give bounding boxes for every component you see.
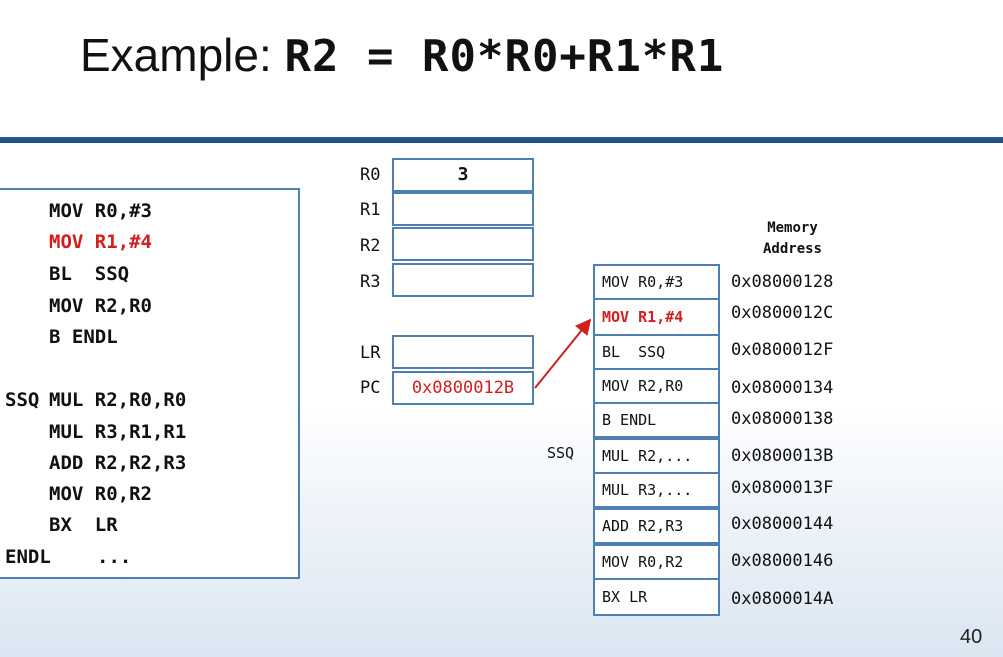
memory-address-3: 0x0800012F <box>731 340 834 360</box>
code-label-ssq: SSQ <box>5 389 40 411</box>
code-line-4: MOV R2,R0 <box>49 295 152 317</box>
memory-address-4: 0x08000134 <box>731 378 834 398</box>
register-r0: 3 <box>392 158 534 192</box>
register-label-pc: PC <box>360 378 381 398</box>
memory-cell-2: MOV R1,#4 <box>593 298 720 336</box>
slide-number: 40 <box>960 626 983 648</box>
memory-address-8: 0x08000144 <box>731 514 834 534</box>
memory-address-6: 0x0800013B <box>731 446 834 466</box>
code-line-1: MOV R0,#3 <box>49 200 152 222</box>
memory-cell-10: BX LR <box>593 578 720 616</box>
memory-address-9: 0x08000146 <box>731 551 834 571</box>
title-divider <box>0 137 1003 143</box>
memory-address-7: 0x0800013F <box>731 478 834 498</box>
memory-address-2: 0x0800012C <box>731 303 834 323</box>
memory-address-1: 0x08000128 <box>731 272 834 292</box>
memory-header-line1: Memory <box>767 220 818 236</box>
memory-address-10: 0x0800014A <box>731 589 834 609</box>
slide-title: Example: R2 = R0*R0+R1*R1 <box>80 28 724 82</box>
memory-cell-1: MOV R0,#3 <box>593 264 720 300</box>
code-line-2: MOV R1,#4 <box>49 231 152 253</box>
code-line-11: ... <box>97 546 132 568</box>
register-r2 <box>392 227 534 261</box>
assembly-code-box: MOV R0,#3 MOV R1,#4 BL SSQ MOV R2,R0 B E… <box>0 188 300 579</box>
register-lr <box>392 335 534 369</box>
code-line-5: B ENDL <box>49 326 118 348</box>
register-label-r2: R2 <box>360 236 381 256</box>
code-line-9: MOV R0,R2 <box>49 483 152 505</box>
code-line-8: ADD R2,R2,R3 <box>49 452 187 474</box>
memory-cell-5: B ENDL <box>593 402 720 438</box>
register-label-r0: R0 <box>360 165 381 185</box>
register-pc: 0x0800012B <box>392 371 534 405</box>
register-label-r1: R1 <box>360 200 381 220</box>
pc-arrow-line <box>534 318 592 389</box>
memory-address-5: 0x08000138 <box>731 409 834 429</box>
register-label-lr: LR <box>360 343 381 363</box>
code-line-3: BL SSQ <box>49 263 130 285</box>
memory-header-line2: Address <box>762 241 822 257</box>
register-r1 <box>392 192 534 226</box>
code-line-6: MUL R2,R0,R0 <box>49 389 187 411</box>
title-prefix: Example: <box>80 29 285 81</box>
memory-label-ssq: SSQ <box>547 444 575 462</box>
memory-cell-7: MUL R3,... <box>593 472 720 508</box>
code-label-endl: ENDL <box>5 546 51 568</box>
code-line-7: MUL R3,R1,R1 <box>49 421 187 443</box>
register-r3 <box>392 263 534 297</box>
title-expression: R2 = R0*R0+R1*R1 <box>284 31 725 82</box>
memory-cell-6: MUL R2,... <box>593 438 720 474</box>
memory-cell-9: MOV R0,R2 <box>593 544 720 580</box>
memory-address-header: Memory Address <box>745 218 840 260</box>
register-label-r3: R3 <box>360 272 381 292</box>
memory-cell-8: ADD R2,R3 <box>593 508 720 544</box>
code-line-10: BX LR <box>49 514 118 536</box>
